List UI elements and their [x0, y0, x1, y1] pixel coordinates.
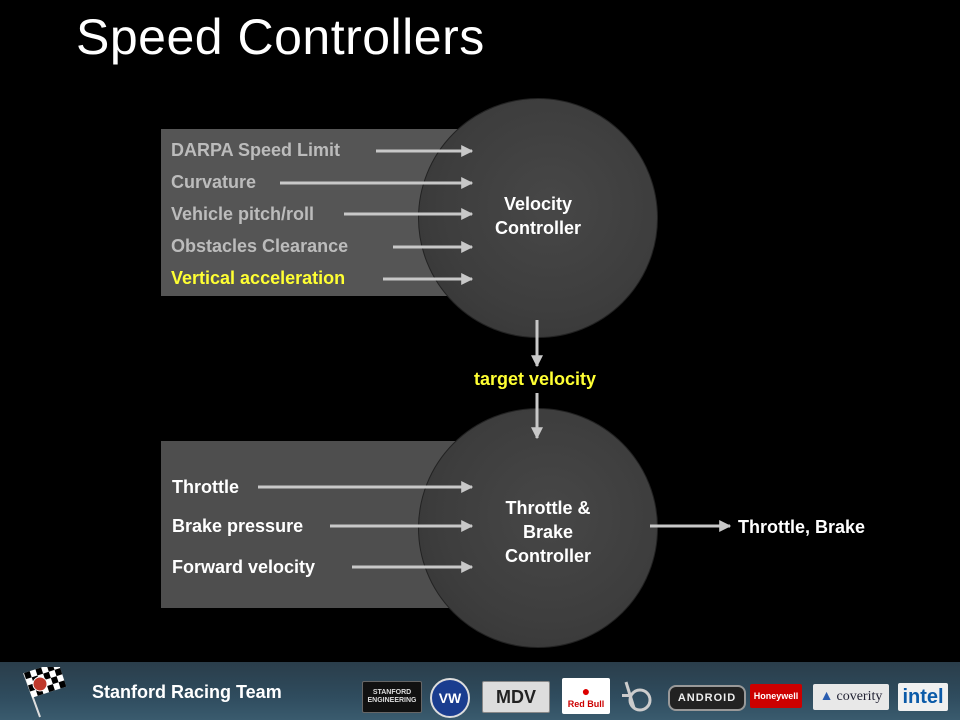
- intel-logo: intel: [898, 683, 948, 711]
- android-logo: ANDROID: [668, 685, 746, 711]
- coverity-logo: ▲ coverity: [813, 684, 889, 710]
- velocity-controller-label: Velocity Controller: [468, 192, 608, 240]
- intel-logo-text: intel: [902, 685, 944, 708]
- input-brake-pressure: Brake pressure: [172, 516, 304, 536]
- vw-logo: VW: [430, 678, 470, 718]
- throttle-brake-controller-label: Throttle & Brake Controller: [478, 496, 618, 568]
- input-darpa-speed-limit: DARPA Speed Limit: [171, 140, 341, 160]
- honeywell-logo: Honeywell: [750, 684, 802, 708]
- redbull-icon: ●: [581, 683, 591, 699]
- stanford-engineering-logo: STANFORD ENGINEERING: [362, 681, 422, 713]
- throttle-brake-label-line2: Brake: [522, 522, 574, 542]
- redbull-logo: ● Red Bull: [562, 678, 610, 714]
- throttle-brake-controller-node: [418, 408, 658, 648]
- input-vertical-acceleration: Vertical acceleration: [171, 268, 346, 288]
- team-name: Stanford Racing Team: [92, 682, 282, 702]
- android-logo-text: ANDROID: [677, 692, 737, 704]
- stanford-logo-text: STANFORD ENGINEERING: [367, 689, 417, 704]
- coverity-icon: ▲: [819, 689, 834, 704]
- redbull-logo-text: Red Bull: [567, 699, 605, 709]
- slide-title: Speed Controllers: [76, 9, 485, 65]
- mdv-logo: MDV: [482, 681, 550, 713]
- target-velocity-label: target velocity: [474, 369, 597, 389]
- honeywell-logo-text: Honeywell: [753, 691, 799, 701]
- throttle-brake-label-line1: Throttle &: [505, 498, 591, 518]
- velocity-controller-node: [418, 98, 658, 338]
- input-curvature: Curvature: [171, 172, 257, 192]
- input-vehicle-pitch-roll: Vehicle pitch/roll: [171, 204, 315, 224]
- velocity-controller-label-line1: Velocity: [503, 194, 573, 214]
- vw-logo-text: VW: [438, 690, 462, 706]
- lab-logo-icon: [622, 681, 652, 712]
- checkered-flag-icon: [23, 667, 67, 718]
- input-throttle: Throttle: [172, 477, 239, 497]
- output-throttle-brake: Throttle, Brake: [738, 517, 866, 537]
- mdv-logo-text: MDV: [496, 686, 536, 707]
- throttle-brake-label-line3: Controller: [504, 546, 591, 566]
- velocity-controller-label-line2: Controller: [494, 218, 581, 238]
- coverity-logo-text: coverity: [836, 689, 883, 704]
- input-forward-velocity: Forward velocity: [172, 557, 316, 577]
- input-obstacles-clearance: Obstacles Clearance: [171, 236, 349, 256]
